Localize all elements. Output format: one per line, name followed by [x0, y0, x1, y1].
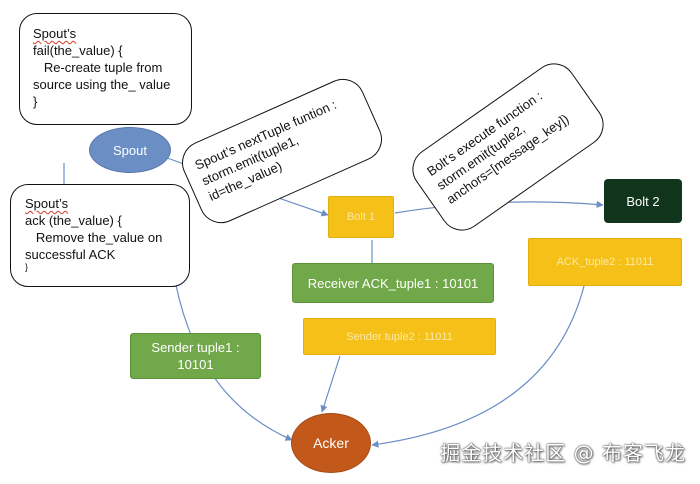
connector-bolt2-acker	[371, 267, 589, 448]
ack-tuple2-box: ACK_tuple2 : 11011	[528, 238, 682, 286]
connector-message-acker	[320, 355, 341, 413]
callout-line: }	[33, 94, 38, 109]
sender-tuple1-value: 10101	[177, 357, 214, 372]
bolt1-label: Bolt 1	[346, 211, 376, 223]
sender-tuple2-box: Sender tuple2 : 11011	[303, 318, 496, 355]
callout-line: Remove the_value on	[25, 230, 163, 245]
spout-ack-callout: Spout’s ack (the_value) { Remove the_val…	[10, 184, 190, 287]
connector-spout-acker	[175, 284, 293, 441]
callout-line: Spout’s	[25, 196, 69, 211]
bolt1-node: Bolt 1	[328, 196, 394, 238]
watermark: 掘金技术社区 @ 布客飞龙	[440, 441, 686, 465]
acker-node: Acker	[291, 413, 371, 473]
spout-node: Spout	[89, 127, 171, 173]
sender-tuple1-box: Sender tuple1 : 10101	[130, 333, 261, 379]
callout-line: }	[25, 262, 29, 272]
callout-line: successful ACK	[25, 247, 116, 262]
callout-line: Re-create tuple from	[33, 60, 163, 75]
ack-tuple2-label: ACK_tuple2 : 11011	[556, 256, 654, 268]
acker-label: Acker	[313, 435, 349, 451]
spout-label: Spout	[113, 142, 147, 158]
receiver-ack-label: Receiver ACK_tuple1 : 10101	[307, 275, 479, 291]
callout-line: Spout’s	[33, 26, 77, 41]
callout-line: source using the_ value	[33, 77, 171, 92]
callout-line: fail(the_value) {	[33, 43, 123, 58]
bolt2-label: Bolt 2	[626, 193, 660, 209]
spout-fail-callout: Spout’s fail(the_value) { Re-create tupl…	[19, 13, 192, 125]
callout-line: ack (the_value) {	[25, 213, 122, 228]
sender-tuple1-label: Sender tuple1 :	[151, 340, 240, 355]
bolt2-node: Bolt 2	[604, 179, 682, 223]
receiver-ack-tuple1-box: Receiver ACK_tuple1 : 10101	[292, 263, 494, 303]
sender-tuple2-label: Sender tuple2 : 11011	[346, 330, 453, 343]
